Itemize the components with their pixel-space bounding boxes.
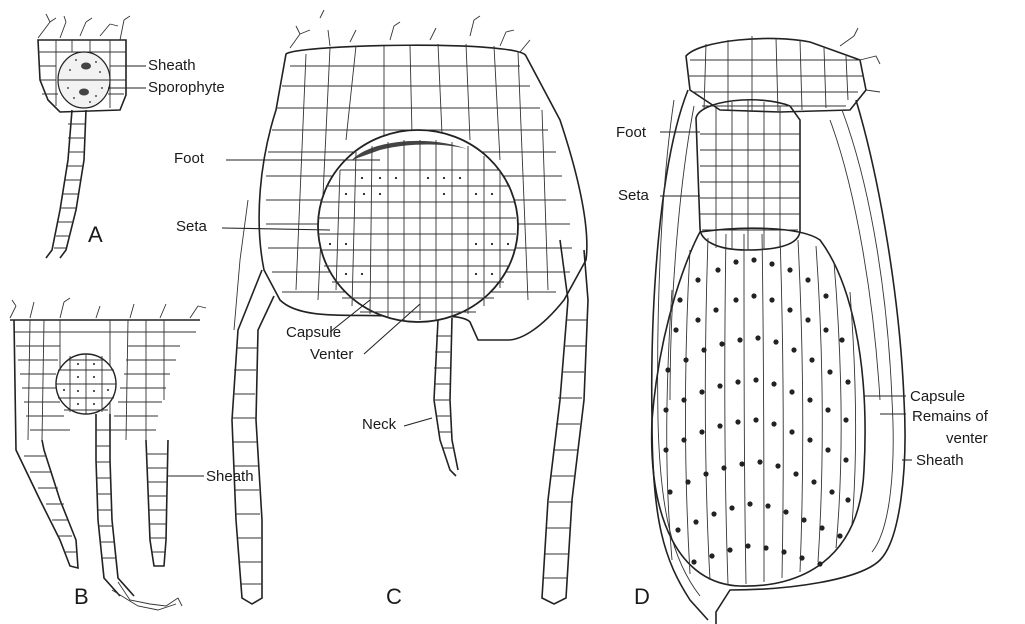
label-c-foot: Foot xyxy=(174,150,204,167)
panel-b-letter: B xyxy=(74,584,89,610)
label-d-venter: venter xyxy=(946,430,988,447)
label-c-capsule: Capsule xyxy=(286,324,341,341)
label-d-foot: Foot xyxy=(616,124,646,141)
label-c-venter: Venter xyxy=(310,346,353,363)
label-a-sporophyte: Sporophyte xyxy=(148,79,225,96)
panel-c-letter: C xyxy=(386,584,402,610)
label-c-seta: Seta xyxy=(176,218,207,235)
label-d-seta: Seta xyxy=(618,187,649,204)
panel-a-letter: A xyxy=(88,222,103,248)
label-c-neck: Neck xyxy=(362,416,396,433)
label-b-sheath: Sheath xyxy=(206,468,254,485)
panel-c-drawing xyxy=(222,10,588,604)
panel-d-letter: D xyxy=(634,584,650,610)
panel-b-drawing xyxy=(10,298,206,610)
panel-d-drawing xyxy=(652,28,912,624)
label-a-sheath: Sheath xyxy=(148,57,196,74)
label-d-capsule: Capsule xyxy=(910,388,965,405)
label-d-sheath: Sheath xyxy=(916,452,964,469)
label-d-remains-of: Remains of xyxy=(912,408,988,425)
